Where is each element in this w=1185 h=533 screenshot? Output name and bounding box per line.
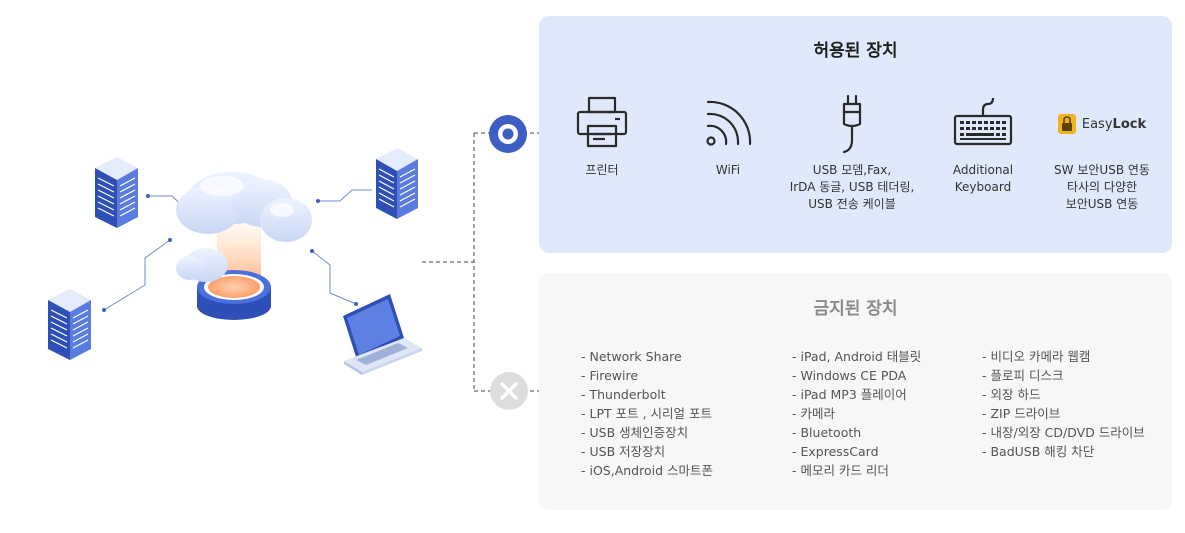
list-item: - Network Share bbox=[581, 349, 682, 364]
usb-cable-icon bbox=[842, 94, 862, 154]
device-usb-cable: USB 모뎀,Fax, IrDA 동글, USB 테더링, USB 전송 케이블 bbox=[782, 94, 922, 213]
device-secure-usb: EasyLock SW 보안USB 연동 타사의 다양한 보안USB 연동 bbox=[1032, 94, 1172, 213]
connector-lines bbox=[422, 132, 539, 392]
device-wifi: WiFi bbox=[658, 94, 798, 179]
list-item: - iPad MP3 플레이어 bbox=[792, 387, 907, 402]
device-label: SW 보안USB 연동 타사의 다양한 보안USB 연동 bbox=[1054, 163, 1150, 211]
blocked-marker-icon bbox=[490, 372, 528, 410]
list-item: - 비디오 카메라 웹캠 bbox=[982, 349, 1091, 364]
device-printer: 프린터 bbox=[532, 94, 672, 179]
device-keyboard: Additional Keyboard bbox=[913, 94, 1053, 196]
list-item: - 플로피 디스크 bbox=[982, 368, 1064, 383]
list-item: - USB 저장장치 bbox=[581, 444, 666, 459]
blocked-list-col-2: - iPad, Android 태블릿 - Windows CE PDA - i… bbox=[792, 347, 921, 480]
list-item: - 외장 하드 bbox=[982, 387, 1041, 402]
list-item: - iPad, Android 태블릿 bbox=[792, 349, 922, 364]
list-item: - 카메라 bbox=[792, 406, 835, 421]
logo-text-lock: Lock bbox=[1112, 116, 1147, 132]
list-item: - Windows CE PDA bbox=[792, 368, 907, 383]
device-label: 프린터 bbox=[585, 163, 619, 177]
blocked-list-col-3: - 비디오 카메라 웹캠 - 플로피 디스크 - 외장 하드 - ZIP 드라이… bbox=[982, 347, 1145, 461]
server-icon bbox=[376, 148, 418, 219]
list-item: - LPT 포트 , 시리얼 포트 bbox=[581, 406, 712, 421]
allowed-devices-panel: 허용된 장치 프린터 WiFi bbox=[539, 16, 1172, 253]
device-label: Additional Keyboard bbox=[952, 163, 1014, 194]
list-item: - 내장/외장 CD/DVD 드라이브 bbox=[982, 425, 1145, 440]
list-item: - ZIP 드라이브 bbox=[982, 406, 1061, 421]
list-item: - Bluetooth bbox=[792, 425, 862, 440]
blocked-devices-panel: 금지된 장치 - Network Share - Firewire - Thun… bbox=[539, 273, 1172, 510]
list-item: - ExpressCard bbox=[792, 444, 879, 459]
server-icon bbox=[95, 157, 138, 228]
link-dots bbox=[102, 194, 358, 312]
list-item: - 메모리 카드 리더 bbox=[792, 463, 889, 478]
wifi-icon bbox=[706, 100, 752, 146]
device-label: USB 모뎀,Fax, IrDA 동글, USB 테더링, USB 전송 케이블 bbox=[789, 163, 915, 211]
cloud-database-icon bbox=[176, 172, 312, 320]
printer-icon bbox=[576, 96, 628, 148]
allowed-title: 허용된 장치 bbox=[813, 41, 898, 61]
keyboard-icon bbox=[953, 97, 1013, 146]
list-item: - Firewire bbox=[581, 368, 639, 383]
network-links bbox=[103, 189, 372, 311]
device-label: WiFi bbox=[715, 163, 741, 177]
list-item: - BadUSB 해킹 차단 bbox=[982, 444, 1095, 459]
laptop-icon bbox=[343, 294, 422, 375]
lock-icon bbox=[1057, 114, 1076, 134]
easylock-logo: EasyLock bbox=[1032, 94, 1172, 154]
list-item: - Thunderbolt bbox=[581, 387, 666, 402]
list-item: - USB 생체인증장치 bbox=[581, 425, 689, 440]
logo-text-easy: Easy bbox=[1081, 116, 1113, 132]
blocked-title: 금지된 장치 bbox=[813, 299, 898, 319]
blocked-list-col-1: - Network Share - Firewire - Thunderbolt… bbox=[581, 347, 713, 480]
server-icon bbox=[48, 289, 91, 360]
list-item: - iOS,Android 스마트폰 bbox=[581, 463, 714, 478]
allowed-marker-icon bbox=[489, 115, 527, 153]
